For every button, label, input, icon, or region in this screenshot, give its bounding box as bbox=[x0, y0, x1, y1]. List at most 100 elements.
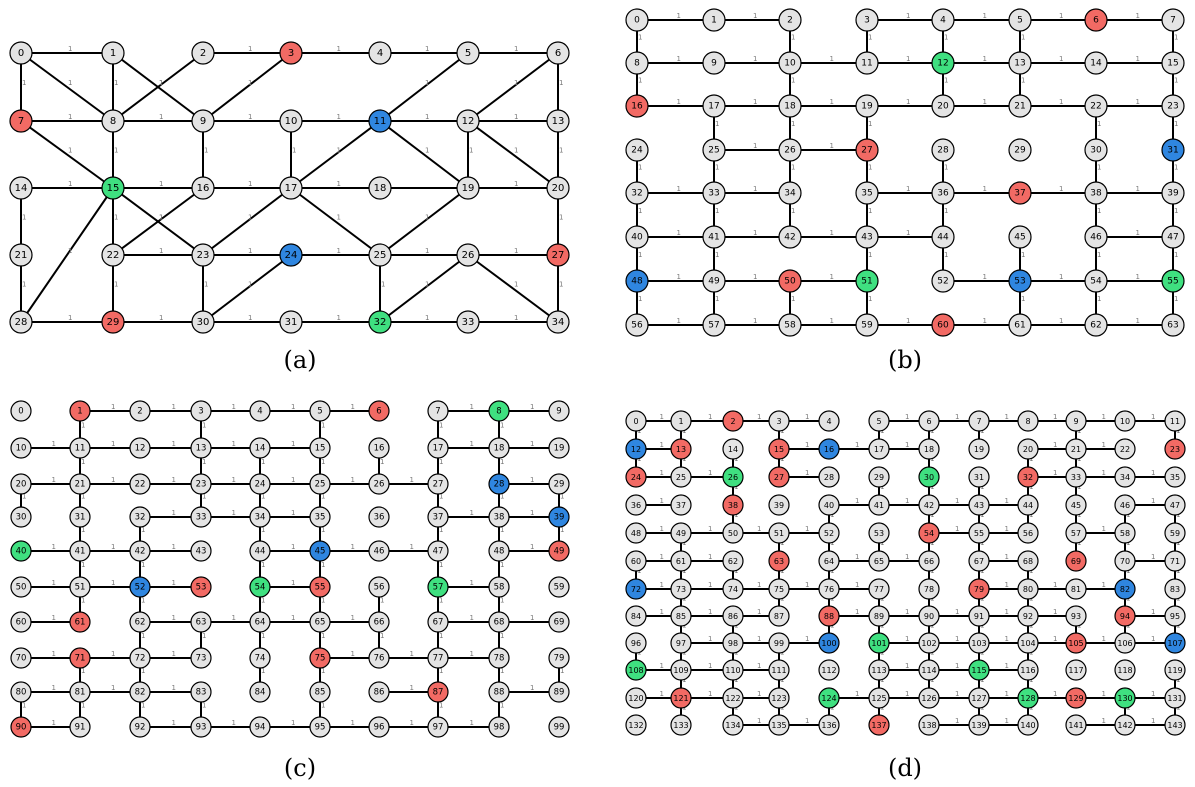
node-circle bbox=[129, 681, 151, 703]
node-label: 6 bbox=[555, 48, 561, 59]
node-label: 22 bbox=[107, 250, 120, 261]
node-label: 26 bbox=[784, 146, 796, 156]
node-label: 42 bbox=[784, 233, 795, 243]
edge-weight-label: 1 bbox=[1059, 317, 1063, 325]
node-34: 34 bbox=[249, 506, 271, 528]
node-circle bbox=[546, 176, 570, 200]
node-label: 33 bbox=[708, 189, 719, 199]
edge-weight-label: 1 bbox=[410, 719, 414, 727]
edge-17-25 bbox=[290, 187, 381, 256]
node-label: 100 bbox=[821, 639, 836, 648]
node-circle bbox=[9, 310, 33, 334]
node-55: 55 bbox=[1161, 269, 1185, 293]
node-circle bbox=[968, 687, 990, 709]
node-circle bbox=[625, 8, 649, 32]
node-circle bbox=[101, 109, 125, 133]
node-circle bbox=[10, 473, 32, 495]
node-circle bbox=[918, 605, 940, 627]
node-circle bbox=[1065, 632, 1087, 654]
node-circle bbox=[1065, 410, 1087, 432]
edge-weight-label: 1 bbox=[559, 147, 563, 155]
node-13: 13 bbox=[670, 438, 692, 460]
node-circle bbox=[778, 313, 802, 337]
node-label: 30 bbox=[924, 473, 934, 482]
edge-weight-label: 1 bbox=[868, 251, 872, 259]
edge-weight-label: 1 bbox=[1174, 207, 1178, 215]
node-28: 28 bbox=[931, 138, 955, 162]
edge-weight-label: 1 bbox=[660, 581, 664, 589]
edge-weight-label: 1 bbox=[337, 314, 341, 322]
edge-weight-label: 1 bbox=[425, 247, 429, 255]
edge-weight-label: 1 bbox=[1005, 690, 1009, 698]
edge-weight-label: 1 bbox=[439, 597, 443, 605]
node-29: 29 bbox=[101, 310, 125, 334]
node-label: 97 bbox=[676, 639, 686, 648]
edge-weight-label: 1 bbox=[1102, 525, 1106, 533]
node-circle bbox=[10, 540, 32, 562]
node-label: 40 bbox=[16, 547, 27, 557]
node-26: 26 bbox=[722, 466, 744, 488]
edge-weight-label: 1 bbox=[470, 440, 474, 448]
node-label: 45 bbox=[315, 547, 326, 557]
node-label: 87 bbox=[433, 688, 444, 698]
edge-weight-label: 1 bbox=[248, 214, 252, 222]
node-label: 71 bbox=[75, 654, 86, 664]
node-circle bbox=[1161, 225, 1185, 249]
node-circle bbox=[768, 522, 790, 544]
node-circle bbox=[818, 714, 840, 736]
node-label: 53 bbox=[1014, 277, 1025, 287]
node-circle bbox=[249, 506, 271, 528]
edge-weight-label: 1 bbox=[905, 497, 909, 505]
node-79: 79 bbox=[548, 647, 570, 669]
node-circle bbox=[768, 578, 790, 600]
edge-weight-label: 1 bbox=[955, 608, 959, 616]
node-circle bbox=[702, 8, 726, 32]
edge-weight-label: 1 bbox=[560, 493, 564, 501]
node-14: 14 bbox=[722, 438, 744, 460]
edge-weight-label: 1 bbox=[439, 632, 443, 640]
edge-weight-label: 1 bbox=[248, 79, 252, 87]
node-circle bbox=[768, 438, 790, 460]
node-circle bbox=[670, 466, 692, 488]
node-128: 128 bbox=[1017, 687, 1039, 709]
node-label: 111 bbox=[771, 666, 786, 675]
node-45: 45 bbox=[1065, 494, 1087, 516]
node-circle bbox=[368, 437, 390, 459]
node-label: 31 bbox=[285, 317, 298, 328]
node-circle bbox=[868, 605, 890, 627]
edge-weight-label: 1 bbox=[291, 719, 295, 727]
node-circle bbox=[855, 8, 879, 32]
node-circle bbox=[931, 225, 955, 249]
node-label: 124 bbox=[821, 694, 836, 703]
edge-weight-label: 1 bbox=[1053, 413, 1057, 421]
node-label: 29 bbox=[107, 317, 120, 328]
node-circle bbox=[918, 550, 940, 572]
edge-weight-label: 1 bbox=[715, 251, 719, 259]
node-label: 33 bbox=[1071, 473, 1081, 482]
node-label: 22 bbox=[1120, 445, 1130, 454]
node-22: 22 bbox=[101, 243, 125, 267]
node-28: 28 bbox=[488, 473, 510, 495]
node-label: 3 bbox=[288, 48, 294, 59]
edge-weight-label: 1 bbox=[757, 717, 761, 725]
node-circle bbox=[918, 578, 940, 600]
edge-weight-label: 1 bbox=[351, 403, 355, 411]
node-136: 136 bbox=[818, 714, 840, 736]
node-circle bbox=[1084, 313, 1108, 337]
node-circle bbox=[10, 400, 32, 422]
node-label: 42 bbox=[135, 547, 146, 557]
node-115: 115 bbox=[968, 659, 990, 681]
edge-weight-label: 1 bbox=[425, 314, 429, 322]
node-label: 52 bbox=[824, 529, 834, 538]
edge-weight-label: 1 bbox=[906, 55, 910, 63]
edge-weight-label: 1 bbox=[677, 317, 681, 325]
edge-weight-label: 1 bbox=[261, 526, 265, 534]
node-label: 24 bbox=[631, 146, 643, 156]
node-label: 11 bbox=[1170, 417, 1180, 426]
node-label: 15 bbox=[107, 183, 120, 194]
edge-weight-label: 1 bbox=[52, 650, 56, 658]
node-label: 107 bbox=[1167, 639, 1182, 648]
node-12: 12 bbox=[625, 438, 647, 460]
node-circle bbox=[546, 310, 570, 334]
node-circle bbox=[918, 714, 940, 736]
